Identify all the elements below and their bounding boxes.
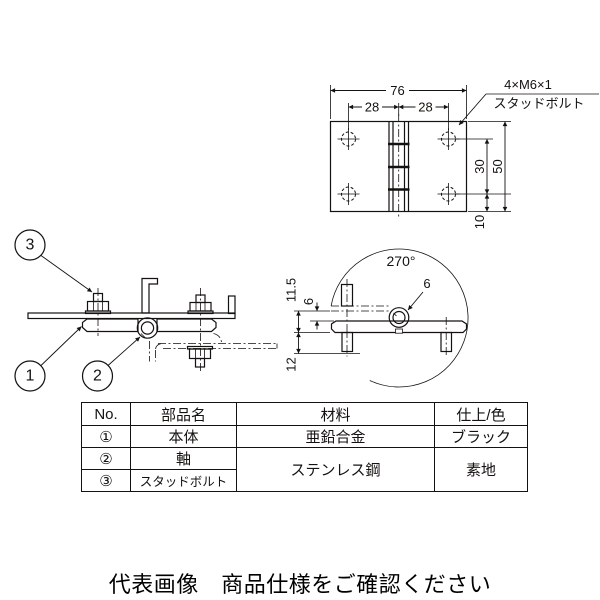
stud-bolt-left: [84, 288, 112, 336]
hinge-body-section: [81, 317, 217, 339]
table-row: ① 本体 亜鉛合金 ブラック: [81, 425, 528, 448]
knuckle-section: [136, 317, 159, 339]
dim-pitch: 28 28: [348, 100, 449, 130]
stud-note: 4×M6×1 スタッドボルト: [458, 77, 599, 126]
opening-angle-label: 270°: [387, 253, 416, 269]
dim-pitch-right-label: 28: [418, 100, 432, 115]
cell-finish-merged: 素地: [434, 447, 528, 492]
callout-1-label: 1: [26, 368, 35, 385]
top-view: 76 28 28 4×M6×1 スタッドボルト: [329, 77, 599, 229]
callout-3: 3: [14, 229, 93, 293]
cell-no: ①: [81, 425, 131, 448]
table-row: ③ スタッドボルト: [81, 469, 528, 492]
dim-height-label: 50: [490, 159, 505, 173]
cell-material: 亜鉛合金: [236, 425, 435, 448]
dim-gap-label: 6: [301, 298, 316, 305]
dim-bottom-offset-label: 10: [472, 215, 487, 229]
phantom-folded-position: [149, 333, 278, 368]
cell-part: スタッドボルト: [130, 469, 237, 492]
callout-3-label: 3: [26, 237, 35, 254]
dim-width-label: 76: [390, 83, 404, 98]
knuckle-side: [388, 307, 410, 328]
cell-no: ③: [81, 469, 131, 492]
col-header-finish: 仕上/色: [434, 402, 528, 426]
callout-1: 1: [14, 326, 82, 392]
opening-arc: [330, 248, 469, 388]
dim-hole-pitch-v-label: 30: [472, 159, 487, 173]
dim-total-height-label: 11.5: [284, 278, 299, 302]
dim-stud-length-label: 12: [284, 357, 299, 371]
table-row: ② 軸 ステンレス鋼 素地: [81, 447, 528, 492]
hinge-plate-side: [330, 320, 468, 334]
cell-material-merged: ステンレス鋼: [236, 447, 435, 492]
dim-side-left: 11.5 6 12: [284, 278, 360, 372]
dim-right-side: 30 50 10: [456, 121, 511, 229]
pin-side: [392, 310, 406, 325]
cell-no: ②: [81, 447, 131, 470]
dim-pin-dia: 6: [407, 276, 431, 311]
side-view: 270° 6: [284, 248, 469, 388]
vertical-panel-section: [141, 277, 159, 314]
callout-2-label: 2: [93, 368, 102, 385]
stud-holes: [337, 128, 460, 205]
dim-width: 76: [330, 83, 467, 119]
section-view: 3 1 2: [14, 229, 278, 392]
pin-section: [140, 321, 155, 335]
col-header-material: 材料: [236, 402, 435, 426]
stud-note-line1: 4×M6×1: [504, 77, 552, 92]
dim-pin-dia-label: 6: [423, 276, 430, 291]
panel-flange-section: [227, 295, 236, 315]
stud-note-line2: スタッドボルト: [493, 96, 584, 111]
cell-finish: ブラック: [434, 425, 528, 448]
caption: 代表画像 商品仕様をご確認ください: [108, 572, 492, 597]
cell-part: 本体: [130, 425, 237, 448]
parts-table: No. 部品名 材料 仕上/色 ① 本体 亜鉛合金 ブラック ② 軸 ステンレス…: [81, 402, 528, 492]
callout-2: 2: [81, 336, 141, 392]
dim-pitch-left-label: 28: [365, 100, 379, 115]
cell-part: 軸: [130, 447, 237, 470]
col-header-part: 部品名: [130, 402, 237, 426]
table-header-row: No. 部品名 材料 仕上/色: [81, 402, 528, 426]
stud-bolt-right: [187, 288, 214, 372]
col-header-no: No.: [81, 402, 131, 426]
